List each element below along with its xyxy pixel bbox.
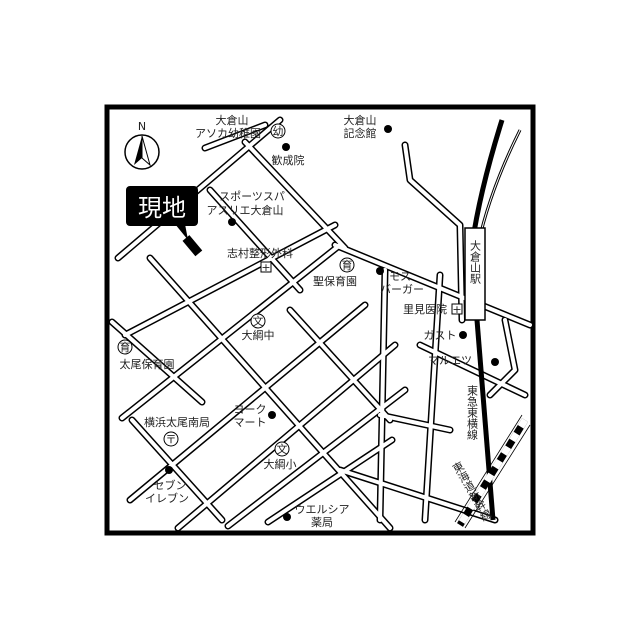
label-mos: バーガー — [380, 283, 424, 296]
label-post: 横浜太尾南局 — [144, 415, 210, 429]
roads — [108, 116, 534, 532]
label-tao-nursery: 太尾保育園 — [120, 357, 175, 371]
label-yorkmart: ヨーク — [234, 403, 267, 416]
school-symbol: 文 — [253, 314, 264, 328]
label-welcia: 薬局 — [311, 516, 333, 529]
poi-dot — [376, 267, 384, 275]
kindergarten-icon — [270, 123, 286, 139]
hospital-icon — [260, 261, 272, 273]
nursery-symbol: 育 — [342, 258, 353, 272]
post-office-icon — [163, 431, 179, 447]
poi-dot — [283, 513, 291, 521]
label-mos: モス — [389, 270, 411, 283]
label-memorial: 記念館 — [344, 126, 377, 140]
school-symbol: 文 — [277, 442, 288, 456]
label-shimura: 志村整形外科 — [227, 246, 293, 260]
post-symbol: 〒 — [166, 433, 177, 446]
label-memorial: 大倉山 — [344, 113, 377, 127]
label-seiho: 聖保育園 — [313, 274, 357, 288]
label-yorkmart: マート — [234, 416, 267, 429]
nursery-icon — [339, 257, 355, 273]
nursery-icon — [117, 339, 133, 355]
site-marker[interactable]: 現地 — [126, 186, 203, 257]
poi-dot — [491, 358, 499, 366]
hospital-symbol: + — [452, 303, 461, 316]
label-seven: イレブン — [145, 491, 189, 505]
label-satomi: 里見医院 — [403, 302, 447, 316]
kindergarten-symbol: 幼 — [273, 125, 284, 138]
label-seven: セブン — [154, 478, 187, 492]
label-okoami-es: 大綱小 — [264, 457, 297, 471]
poi-dot — [459, 331, 467, 339]
poi-dot — [165, 466, 173, 474]
label-kindergarten: 大倉山 — [216, 113, 249, 127]
label-sports: アスリエ大倉山 — [207, 203, 284, 217]
railway-shinkansen — [454, 414, 531, 529]
poi-dot — [228, 218, 236, 226]
station-label: 大倉山駅 — [469, 239, 482, 285]
label-okoami-jhs: 大綱中 — [242, 328, 275, 342]
site-label: 現地 — [138, 194, 186, 222]
north-label: N — [138, 120, 146, 133]
label-kindergarten: アソカ幼稚園 — [195, 127, 261, 140]
label-gusto: ガスト — [424, 329, 457, 342]
nursery-symbol: 育 — [120, 340, 131, 354]
school-icon — [250, 313, 266, 329]
poi-dot — [384, 125, 392, 133]
railway-toyoko — [464, 119, 522, 521]
label-toyoko-line: 東急東横線 — [466, 385, 479, 440]
label-welcia: ウエルシア — [295, 503, 350, 516]
poi-dot — [268, 411, 276, 419]
label-sports: スポーツスパ — [219, 190, 285, 203]
school-icon — [274, 441, 290, 457]
label-maruetsu: マルエツ — [428, 354, 472, 367]
hospital-symbol: + — [261, 261, 270, 274]
north-arrow: N — [124, 120, 160, 170]
hospital-icon — [451, 303, 463, 315]
station-box — [464, 227, 486, 321]
label-kinseiin: 歓成院 — [272, 153, 305, 167]
poi-dot — [282, 143, 290, 151]
